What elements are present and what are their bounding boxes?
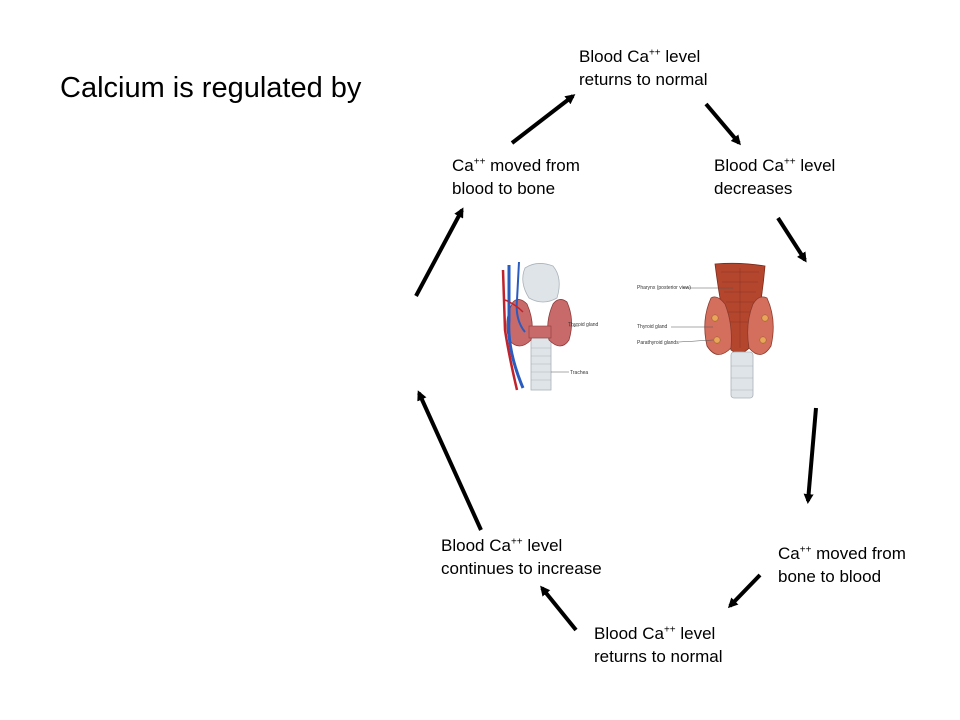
ion-charge: ++ <box>510 536 523 548</box>
arrow-to-returns-normal-bottom <box>727 573 762 609</box>
figure-label-thyroid: Thyroid gland <box>568 322 599 328</box>
label-text: Ca <box>452 156 474 175</box>
slide-title: Calcium is regulated by <box>60 72 362 104</box>
label-text: returns to normal <box>579 70 708 89</box>
label-text: level <box>795 156 836 175</box>
arrow-to-bone-to-blood <box>803 407 818 504</box>
ion-charge: ++ <box>663 624 676 636</box>
vein <box>515 261 526 333</box>
ion-charge: ++ <box>783 156 796 168</box>
parathyroid-gland <box>759 336 767 344</box>
parathyroid-gland <box>761 314 769 322</box>
label-text: moved from <box>811 544 906 563</box>
label-text: bone to blood <box>778 567 882 586</box>
artery <box>501 269 519 391</box>
thyroid-lobe-right <box>747 296 774 355</box>
label-text: continues to increase <box>441 559 602 578</box>
arrow-to-returns-normal-top <box>510 94 576 145</box>
label-text: returns to normal <box>594 647 723 666</box>
thyroid-isthmus <box>528 325 552 339</box>
arrow-to-thyroid-from-decreases <box>776 216 807 263</box>
label-text: Blood Ca <box>441 536 511 555</box>
label-text: Blood Ca <box>579 47 649 66</box>
parathyroid-gland <box>713 336 721 344</box>
label-blood-ca-returns-normal-bottom: Blood Ca++ level returns to normal <box>594 622 723 668</box>
artery <box>504 299 524 313</box>
label-text: Blood Ca <box>594 624 664 643</box>
ion-charge: ++ <box>473 156 486 168</box>
label-ca-moved-bone-to-blood: Ca++ moved from bone to blood <box>778 542 906 588</box>
label-text: Blood Ca <box>714 156 784 175</box>
label-text: blood to bone <box>452 179 556 198</box>
thyroid-anatomy-figure: Thyroid gland Trachea <box>501 261 599 391</box>
parathyroid-gland <box>711 314 719 322</box>
figure-label-pharynx: Pharynx (posterior view) <box>637 285 691 291</box>
arrow-to-blood-to-bone <box>414 207 464 297</box>
larynx-cartilage <box>522 263 560 303</box>
parathyroid-anatomy-figure: Pharynx (posterior view) Thyroid gland P… <box>637 262 774 399</box>
figure-label-parathyroid: Parathyroid glands <box>637 340 679 346</box>
arrow-to-continues-increase <box>540 585 578 632</box>
ion-charge: ++ <box>648 47 661 59</box>
label-blood-ca-returns-normal-top: Blood Ca++ level returns to normal <box>579 45 708 91</box>
label-text: moved from <box>485 156 580 175</box>
esophagus <box>730 351 754 399</box>
ion-charge: ++ <box>799 544 812 556</box>
label-text: decreases <box>714 179 793 198</box>
figure-label-trachea: Trachea <box>570 370 588 376</box>
label-blood-ca-continues-increase: Blood Ca++ level continues to increase <box>441 534 602 580</box>
label-ca-moved-blood-to-bone: Ca++ moved from blood to bone <box>452 154 580 200</box>
label-text: level <box>522 536 563 555</box>
arrow-to-decreases <box>704 102 741 146</box>
figure-label-thyroid: Thyroid gland <box>637 324 668 330</box>
label-text: Ca <box>778 544 800 563</box>
label-blood-ca-decreases: Blood Ca++ level decreases <box>714 154 835 200</box>
label-text: level <box>675 624 716 643</box>
label-text: level <box>660 47 701 66</box>
vein <box>507 265 525 389</box>
arrow-to-thyroid-from-increase <box>417 390 483 531</box>
